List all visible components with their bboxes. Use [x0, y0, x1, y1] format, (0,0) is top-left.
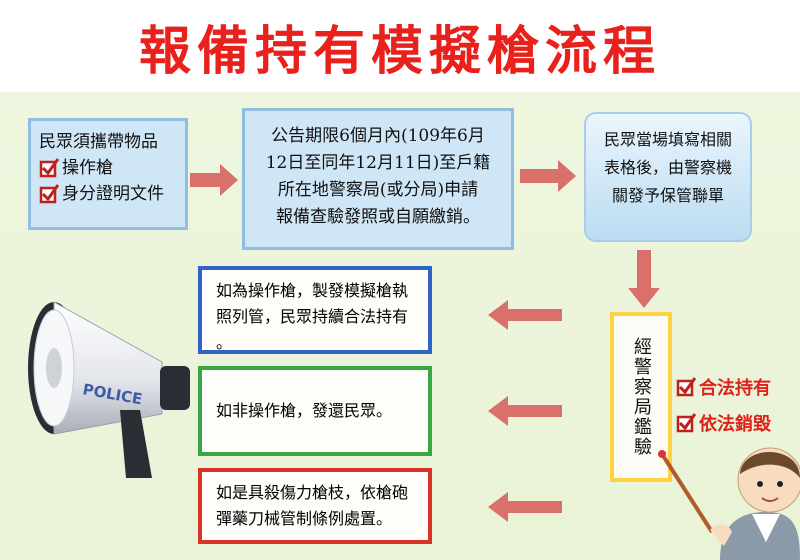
item-label: 身分證明文件: [62, 184, 164, 204]
outcome-line: 彈藥刀械管制條例處置。: [216, 509, 393, 528]
result-legal-hold: 合法持有: [676, 374, 771, 400]
step-receipt-line: 表格後，由警察機: [603, 158, 732, 177]
arrow-right-icon: [520, 160, 576, 192]
outcome-not-operable: 如非操作槍，發還民眾。: [198, 366, 432, 456]
step-receipt-line: 關發予保管聯單: [611, 186, 724, 205]
result-label: 合法持有: [699, 378, 771, 399]
checkbox-tick-icon: [39, 184, 59, 204]
step-receipt-box: 民眾當場填寫相關 表格後，由警察機 關發予保管聯單: [584, 112, 752, 242]
outcome-line: 如非操作槍，發還民眾。: [216, 401, 393, 420]
step-apply-box: 公告期限6個月內(109年6月 12日至同年12月11日)至戶籍 所在地警察局(…: [242, 108, 514, 250]
step-receipt-line: 民眾當場填寫相關: [603, 130, 732, 149]
step-apply-line: 報備查驗發照或自願繳銷。: [276, 207, 480, 227]
item-operable-gun: 操作槍: [39, 155, 177, 181]
result-destroy: 依法銷毀: [676, 410, 771, 436]
item-id-document: 身分證明文件: [39, 181, 177, 207]
checkbox-tick-icon: [39, 158, 59, 178]
page-title: 報備持有模擬槍流程: [138, 21, 661, 82]
step-apply-line: 所在地警察局(或分局)申請: [277, 180, 479, 200]
item-label: 操作槍: [62, 158, 113, 178]
result-label: 依法銷毀: [699, 414, 771, 435]
megaphone-icon: POLICE: [28, 301, 190, 478]
outcome-line: 如是具殺傷力槍枝，依槍砲: [216, 483, 409, 502]
arrow-left-icon: [488, 300, 562, 330]
outcome-operable-gun: 如為操作槍，製發模擬槍執 照列管，民眾持續合法持有 。: [198, 266, 432, 354]
checkbox-tick-icon: [676, 377, 696, 397]
outcome-line: 如為操作槍，製發模擬槍執: [216, 281, 409, 300]
step-apply-line: 公告期限6個月內(109年6月: [271, 126, 485, 146]
outcome-lethal-gun: 如是具殺傷力槍枝，依槍砲 彈藥刀械管制條例處置。: [198, 468, 432, 544]
step-items-heading: 民眾須攜帶物品: [39, 132, 158, 152]
arrow-left-icon: [488, 396, 562, 426]
step-items-box: 民眾須攜帶物品 操作槍 身分證明文件: [28, 118, 188, 230]
inspection-label: 經警察局鑑驗: [631, 337, 652, 457]
arrow-down-icon: [628, 250, 660, 308]
outcome-line: 照列管，民眾持續合法持有: [216, 307, 409, 326]
checkbox-tick-icon: [676, 413, 696, 433]
arrow-left-icon: [488, 492, 562, 522]
outcome-line: 。: [216, 333, 233, 352]
step-apply-line: 12日至同年12月11日)至戶籍: [265, 153, 491, 173]
arrow-right-icon: [190, 164, 238, 196]
teacher-pointer-icon: [658, 447, 800, 560]
